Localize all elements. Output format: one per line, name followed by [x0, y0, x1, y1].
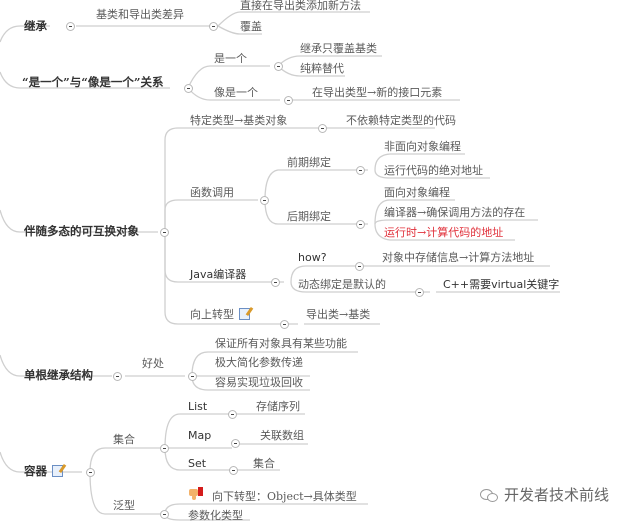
- node-java-compiler[interactable]: Java编译器: [190, 268, 247, 281]
- node-generics[interactable]: 泛型: [113, 499, 135, 512]
- watermark-text: 开发者技术前线: [504, 486, 610, 504]
- node-downcasting[interactable]: 向下转型：Object→具体类型: [212, 490, 357, 503]
- node-parameterized-types[interactable]: 参数化类型: [188, 509, 243, 522]
- collapse-toggle[interactable]: [188, 372, 197, 381]
- collapse-toggle[interactable]: [284, 96, 293, 105]
- collapse-toggle[interactable]: [318, 124, 327, 133]
- node-garbage-collection[interactable]: 容易实现垃圾回收: [215, 376, 303, 389]
- collapse-toggle[interactable]: [356, 220, 365, 229]
- branch-single-root[interactable]: 单根继承结构: [24, 368, 93, 382]
- node-is-a[interactable]: 是一个: [214, 52, 247, 65]
- collapse-toggle[interactable]: [229, 466, 238, 475]
- collapse-toggle[interactable]: [260, 196, 269, 205]
- branch-inheritance[interactable]: 继承: [24, 19, 47, 33]
- note-icon[interactable]: [239, 308, 250, 320]
- node-guarantee-features[interactable]: 保证所有对象具有某些功能: [215, 337, 347, 350]
- node-set[interactable]: Set: [188, 457, 207, 470]
- node-add-new-method[interactable]: 直接在导出类添加新方法: [240, 0, 361, 12]
- collapse-toggle[interactable]: [228, 410, 237, 419]
- node-absolute-address[interactable]: 运行代码的绝对地址: [384, 164, 483, 177]
- node-store-info-in-object[interactable]: 对象中存储信息→计算方法地址: [382, 251, 535, 264]
- collapse-toggle[interactable]: [415, 288, 424, 297]
- node-upcasting-label: 向上转型: [190, 308, 234, 321]
- collapse-toggle[interactable]: [209, 22, 218, 31]
- node-oop[interactable]: 面向对象编程: [384, 186, 450, 199]
- node-type-independent-code[interactable]: 不依赖特定类型的代码: [346, 114, 456, 127]
- collapse-toggle[interactable]: [66, 22, 75, 31]
- node-list[interactable]: List: [188, 400, 208, 413]
- collapse-toggle[interactable]: [274, 62, 283, 71]
- collapse-toggle[interactable]: [160, 444, 169, 453]
- collapse-toggle[interactable]: [231, 439, 240, 448]
- node-compiler-ensures-method[interactable]: 编译器→确保调用方法的存在: [384, 206, 526, 219]
- node-like-a[interactable]: 像是一个: [214, 86, 258, 99]
- node-derived-to-base[interactable]: 导出类→基类: [306, 308, 371, 321]
- collapse-toggle[interactable]: [271, 278, 280, 287]
- node-dynamic-binding-default[interactable]: 动态绑定是默认的: [298, 278, 386, 291]
- node-collections[interactable]: 集合: [113, 433, 135, 446]
- node-new-interface-elements[interactable]: 在导出类型→新的接口元素: [312, 86, 443, 99]
- collapse-toggle[interactable]: [160, 228, 169, 237]
- collapse-toggle[interactable]: [356, 166, 365, 175]
- node-upcasting[interactable]: 向上转型: [190, 308, 250, 322]
- watermark: 开发者技术前线: [480, 484, 609, 505]
- node-override[interactable]: 覆盖: [240, 20, 262, 33]
- node-how[interactable]: how?: [298, 251, 327, 264]
- collapse-toggle[interactable]: [160, 510, 169, 519]
- collapse-toggle[interactable]: [86, 468, 95, 477]
- note-icon[interactable]: [52, 465, 63, 477]
- node-function-call[interactable]: 函数调用: [190, 186, 234, 199]
- node-non-oop[interactable]: 非面向对象编程: [384, 140, 461, 153]
- collapse-toggle[interactable]: [280, 320, 289, 329]
- collapse-toggle[interactable]: [113, 372, 122, 381]
- node-override-base-only[interactable]: 继承只覆盖基类: [300, 42, 377, 55]
- node-cpp-virtual[interactable]: C++需要virtual关键字: [443, 278, 560, 291]
- node-specific-to-base[interactable]: 特定类型→基类对象: [190, 114, 288, 127]
- node-pure-substitution[interactable]: 纯粹替代: [300, 62, 344, 75]
- node-base-derived-diff[interactable]: 基类和导出类差异: [96, 8, 184, 21]
- node-store-sequence[interactable]: 存储序列: [256, 400, 300, 413]
- branch-polymorphism[interactable]: 伴随多态的可互换对象: [24, 224, 139, 238]
- node-runtime-compute-address[interactable]: 运行时→计算代码的地址: [384, 226, 504, 239]
- collapse-toggle[interactable]: [355, 262, 364, 271]
- node-map[interactable]: Map: [188, 429, 212, 442]
- node-associative-array[interactable]: 关联数组: [260, 429, 304, 442]
- wechat-icon: [480, 488, 498, 502]
- branch-containers-label: 容器: [24, 464, 47, 478]
- node-benefits[interactable]: 好处: [142, 357, 164, 370]
- collapse-toggle[interactable]: [184, 84, 193, 93]
- node-early-binding[interactable]: 前期绑定: [287, 156, 331, 169]
- node-simplify-params[interactable]: 极大简化参数传递: [215, 356, 303, 369]
- branch-is-a-like-a[interactable]: “是一个”与“像是一个”关系: [22, 75, 164, 89]
- thumbs-down-icon[interactable]: [189, 487, 203, 500]
- node-set-desc[interactable]: 集合: [253, 457, 275, 470]
- node-late-binding[interactable]: 后期绑定: [287, 210, 331, 223]
- branch-containers[interactable]: 容器: [24, 464, 63, 478]
